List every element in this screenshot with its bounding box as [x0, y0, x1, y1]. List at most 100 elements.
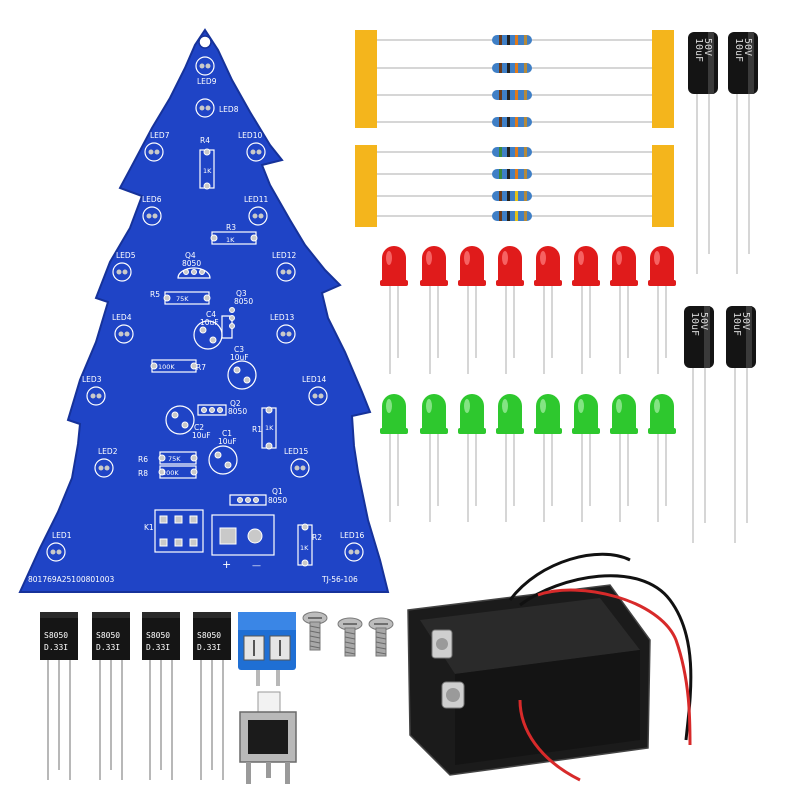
capacitor-voltage: 50V: [740, 312, 751, 330]
led-pad-2: LED2: [94, 447, 118, 478]
r2-value: 1K: [300, 544, 309, 552]
led-pad-3: LED3: [82, 375, 106, 406]
r6-value: 75K: [168, 455, 181, 463]
transistor-marking-top: S8050: [146, 631, 170, 640]
q4-label: Q4: [185, 251, 196, 260]
pcb-outline: [18, 28, 390, 593]
screw: [337, 617, 363, 657]
green-led: [610, 394, 638, 522]
r2-label: R2: [312, 533, 322, 542]
green-led: [420, 394, 448, 522]
r8-label: R8: [138, 469, 148, 478]
transistor-marking-bottom: D.33I: [146, 643, 170, 652]
k1-label: K1: [144, 523, 154, 532]
screw: [368, 617, 394, 657]
c4-label: C4: [206, 310, 216, 319]
c1-label: C1: [222, 429, 232, 438]
plus-label: +: [222, 558, 231, 571]
r1-value: 1K: [265, 424, 274, 432]
q4-part: 8050: [182, 259, 201, 268]
red-led: [610, 246, 638, 374]
capacitor-value: 10uF: [693, 38, 704, 62]
capacitor-value: 10uF: [689, 312, 700, 336]
green-led: [572, 394, 600, 522]
screw: [302, 611, 328, 651]
led-pad-label: LED16: [340, 531, 364, 540]
transistor-marking-top: S8050: [197, 631, 221, 640]
capacitor-footprints: [165, 320, 257, 475]
resistor: [377, 191, 652, 201]
led-pad-label: LED7: [150, 131, 170, 140]
c3-value: 10uF: [230, 353, 249, 362]
q3-part: 8050: [234, 297, 253, 306]
led-pad-6: LED6: [142, 195, 162, 226]
capacitor-value: 10uF: [733, 38, 744, 62]
resistor: [377, 90, 652, 100]
resistor: [377, 147, 652, 157]
q2-part: 8050: [228, 407, 247, 416]
c3-label: C3: [234, 345, 244, 354]
led-pad-label: LED11: [244, 195, 268, 204]
led-pad-label: LED9: [197, 77, 217, 86]
board-model: TJ-56-106: [321, 575, 358, 584]
r4-label: R4: [200, 136, 210, 145]
pcb-tree-board: LED1LED2LED3LED4LED5LED6LED7LED8LED9LED1…: [18, 28, 390, 593]
led-pad-label: LED12: [272, 251, 296, 260]
green-led: [458, 394, 486, 522]
transistor-footprints: [177, 267, 267, 506]
r5-value: 75K: [176, 295, 189, 303]
resistor: [377, 117, 652, 127]
led-pad-16: LED16: [340, 531, 364, 562]
q1-label: Q1: [272, 487, 283, 496]
led-pad-label: LED6: [142, 195, 162, 204]
led-pad-9: LED9: [195, 56, 217, 86]
capacitor-voltage: 50V: [702, 38, 713, 56]
led-pad-label: LED4: [112, 313, 132, 322]
transistor-marking-top: S8050: [44, 631, 68, 640]
led-pad-1: LED1: [46, 531, 72, 562]
led-pad-13: LED13: [270, 313, 296, 344]
resistor-strips: [355, 30, 674, 227]
r7-value: 100K: [158, 363, 175, 371]
led-pad-label: LED8: [219, 105, 239, 114]
switch-footprint: [154, 509, 204, 553]
board-serial: 801769A25100801003: [28, 575, 114, 584]
led-pad-label: LED3: [82, 375, 102, 384]
led-pad-label: LED13: [270, 313, 294, 322]
resistor: [377, 211, 652, 221]
c4-value: 10uF: [200, 318, 219, 327]
led-pads: LED1LED2LED3LED4LED5LED6LED7LED8LED9LED1…: [46, 56, 364, 562]
green-led: [496, 394, 524, 522]
silkscreen-labels: R4 1K R3 1K Q4 8050 Q3 8050 R5 75K C4 10…: [28, 136, 358, 584]
resistor: [377, 35, 652, 45]
red-led: [380, 246, 408, 374]
red-led: [534, 246, 562, 374]
battery-holder: [407, 552, 693, 782]
led-pad-label: LED2: [98, 447, 118, 456]
transistor-marking-bottom: D.33I: [197, 643, 221, 652]
r3-value: 1K: [226, 236, 235, 244]
push-switch: [239, 691, 297, 784]
led-pad-11: LED11: [244, 195, 268, 226]
q2-label: Q2: [230, 399, 241, 408]
led-pad-7: LED7: [144, 131, 170, 162]
led-pad-8: LED8: [195, 98, 239, 118]
led-pad-14: LED14: [302, 375, 328, 406]
q1-part: 8050: [268, 496, 287, 505]
led-pad-label: LED14: [302, 375, 326, 384]
transistor-marking-bottom: D.33I: [44, 643, 68, 652]
resistor: [377, 169, 652, 179]
led-pad-label: LED1: [52, 531, 72, 540]
r7-label: R7: [196, 363, 206, 372]
screws: [302, 611, 394, 657]
minus-label: —: [252, 561, 261, 571]
r3-label: R3: [226, 223, 236, 232]
screw-terminal: [238, 612, 296, 686]
solder-pads: [150, 148, 309, 567]
capacitor-voltage: 50V: [742, 38, 753, 56]
